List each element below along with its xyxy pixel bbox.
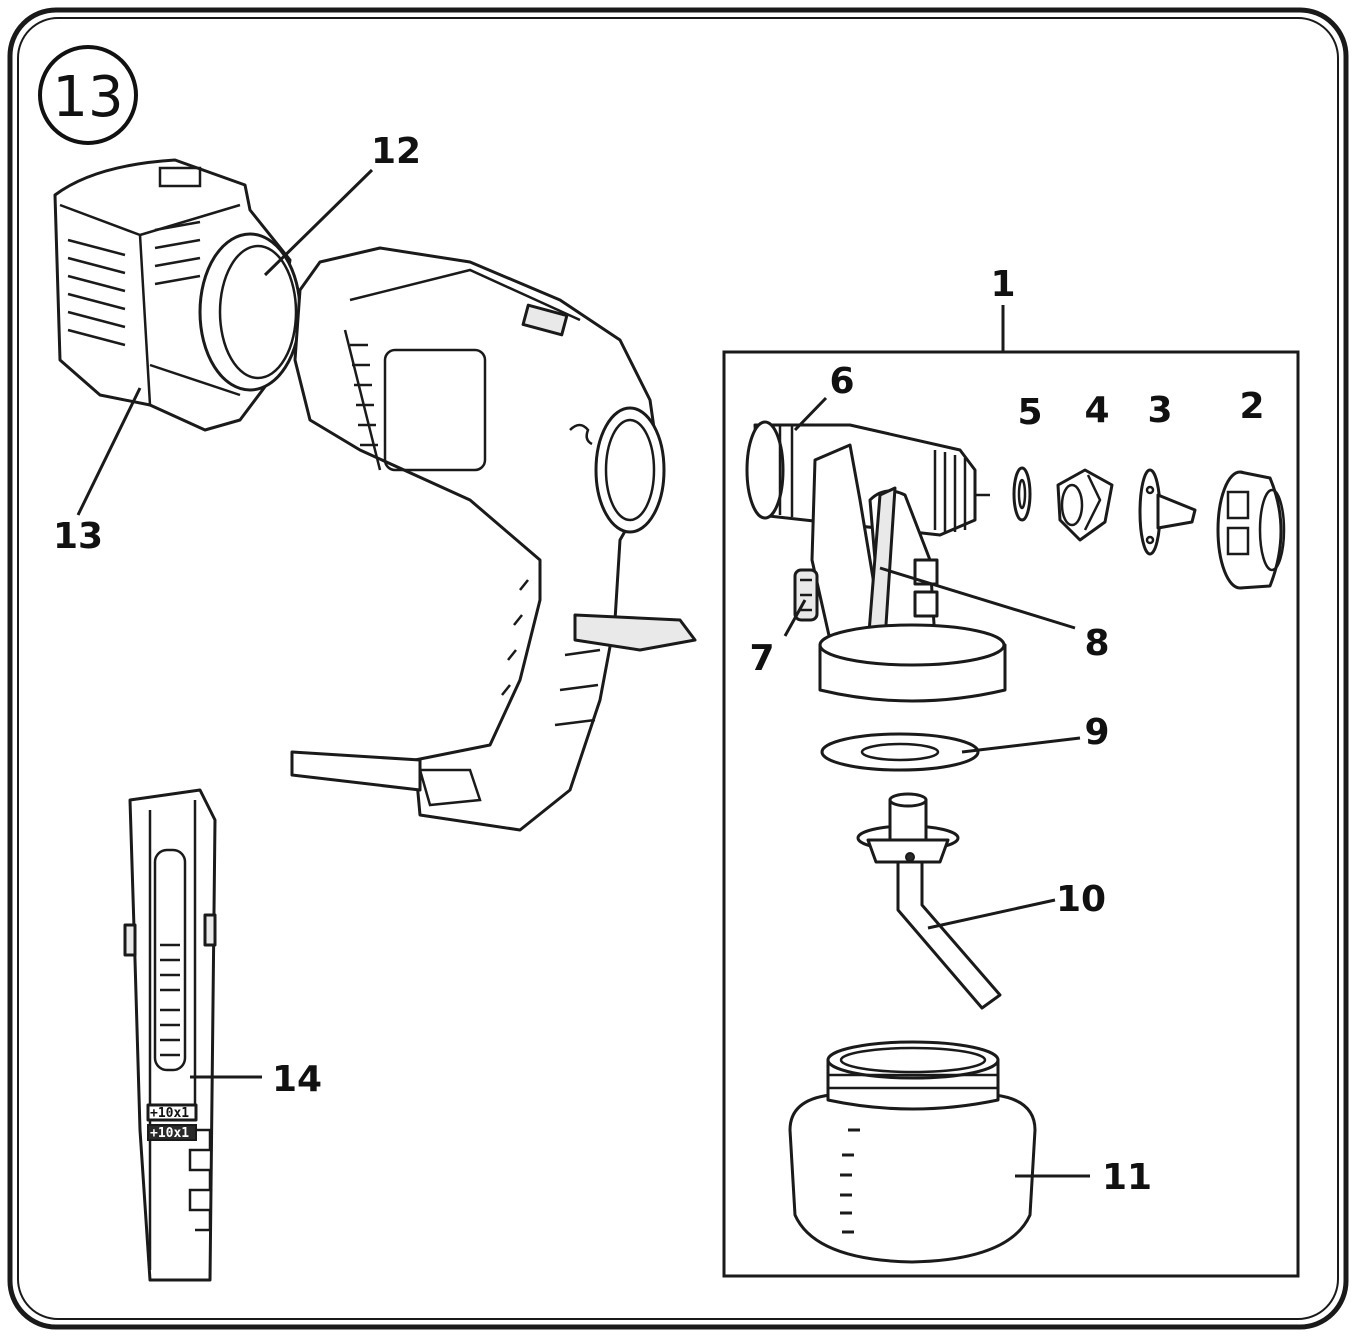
thread-rings-rear bbox=[778, 425, 794, 517]
callout-9: 9 bbox=[1084, 712, 1109, 753]
housing-vents bbox=[67, 220, 201, 347]
thread-rings-front bbox=[933, 450, 967, 532]
part-2-union-nut bbox=[1216, 470, 1286, 590]
callout-3: 3 bbox=[1147, 390, 1172, 431]
trigger-lever bbox=[573, 613, 697, 652]
scale-ticks bbox=[160, 943, 180, 1057]
motor-body bbox=[290, 246, 697, 832]
callout-labels: 1 2 3 4 5 6 7 8 9 10 11 12 13 14 bbox=[53, 131, 1265, 1198]
callout-13: 13 bbox=[53, 516, 103, 557]
callout-2: 2 bbox=[1239, 386, 1264, 427]
leader-6 bbox=[793, 396, 828, 432]
part-14-scale-strip: +10x1 +10x1 bbox=[123, 788, 217, 1282]
outer-border bbox=[7, 7, 1349, 1330]
callout-4: 4 bbox=[1084, 390, 1109, 431]
callout-14: 14 bbox=[272, 1059, 322, 1100]
scale-label-lower: +10x1 bbox=[150, 1126, 189, 1141]
motor-side-panel bbox=[383, 348, 487, 472]
callout-1: 1 bbox=[990, 264, 1015, 305]
callout-5: 5 bbox=[1017, 392, 1042, 433]
part-10-suction-tube bbox=[856, 792, 1002, 1010]
callout-10: 10 bbox=[1056, 879, 1106, 920]
motor-vents bbox=[350, 343, 378, 447]
scale-label-upper: +10x1 bbox=[150, 1106, 189, 1121]
part-3-nozzle bbox=[1138, 468, 1197, 556]
container-lid bbox=[818, 623, 1007, 703]
callout-8: 8 bbox=[1084, 623, 1109, 664]
part-1-attachment-box bbox=[722, 350, 1300, 1278]
leader-lines bbox=[76, 168, 1090, 1178]
power-switch bbox=[521, 303, 569, 337]
leader-8 bbox=[879, 566, 1076, 630]
motor-front-coupling bbox=[594, 406, 666, 534]
callout-12: 12 bbox=[371, 131, 421, 172]
leader-9 bbox=[961, 736, 1081, 754]
part-4-air-cap bbox=[1056, 468, 1114, 542]
inner-border bbox=[17, 17, 1339, 1320]
callout-11: 11 bbox=[1102, 1157, 1152, 1198]
lock-icon bbox=[569, 423, 593, 446]
container-level-marks bbox=[840, 1128, 860, 1234]
callout-7: 7 bbox=[749, 638, 774, 679]
figure-number: 13 bbox=[52, 65, 123, 130]
leader-12 bbox=[263, 168, 374, 277]
power-cord bbox=[290, 750, 422, 792]
part-9-gasket bbox=[820, 732, 980, 772]
handle-grip-ribs bbox=[501, 579, 601, 727]
part-11-paint-container bbox=[788, 1040, 1037, 1264]
figure-number-badge: 13 bbox=[38, 45, 138, 145]
scale-window bbox=[153, 848, 187, 1072]
part-6-spray-head bbox=[745, 420, 990, 537]
leader-13 bbox=[76, 387, 142, 516]
leader-7 bbox=[783, 599, 807, 637]
callout-6: 6 bbox=[829, 361, 854, 402]
leader-10 bbox=[927, 898, 1056, 930]
part-5-seal-ring bbox=[1012, 466, 1032, 522]
